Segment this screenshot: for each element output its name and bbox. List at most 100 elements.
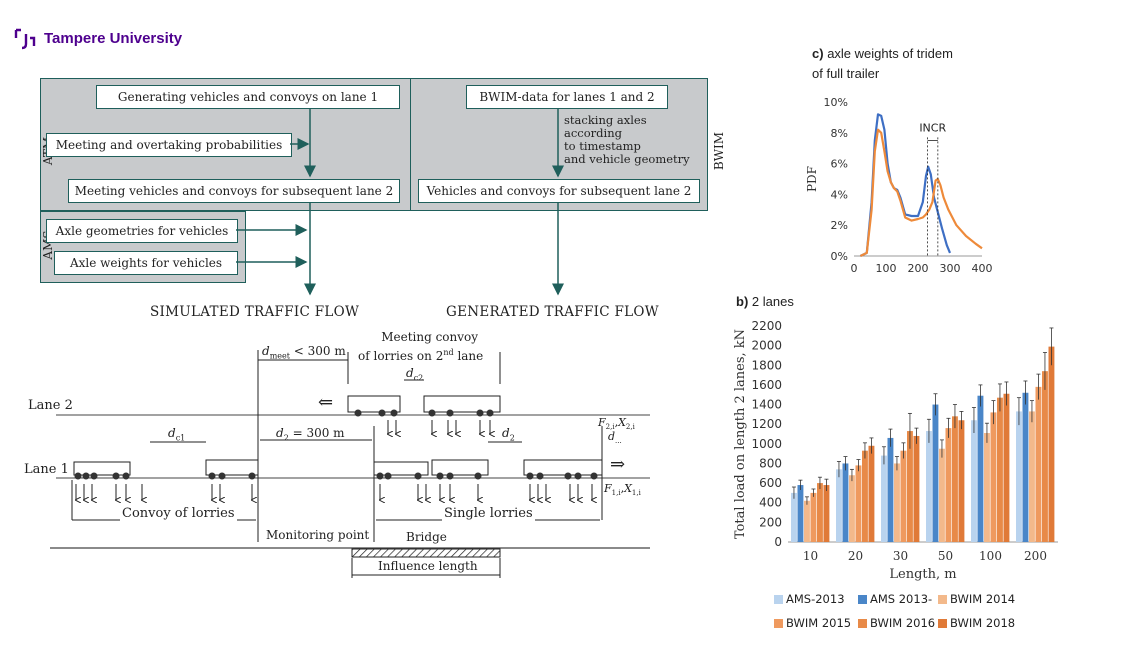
y-axis-label: PDF (805, 166, 819, 192)
arrow-left-icon: ⇐ (318, 392, 334, 413)
bar (1035, 386, 1042, 542)
bar (958, 420, 965, 542)
bar (997, 397, 1003, 542)
y-tick-label: 6% (831, 158, 848, 171)
bar (836, 469, 842, 542)
y-axis-label: Total load on length 2 lanes, kN (733, 329, 748, 539)
bar (932, 404, 939, 542)
bar (862, 450, 868, 542)
lane-2-label: Lane 2 (28, 398, 73, 413)
x-tick-label: 20 (848, 549, 863, 563)
d-dots-label: d... (608, 430, 622, 446)
logo-mark-icon (14, 28, 36, 50)
bar (939, 448, 945, 542)
y-tick-label: 400 (759, 496, 782, 510)
traffic-lines (50, 350, 650, 578)
bar-chart: 0200400600800100012001400160018002000220… (733, 319, 1058, 582)
legend-swatch (774, 594, 783, 604)
chart-b-title: b) 2 lanes (736, 294, 794, 309)
legend-swatch (938, 594, 947, 604)
y-tick-label: 1400 (751, 398, 782, 412)
y-tick-label: 2200 (751, 319, 782, 333)
arrow-right-icon: ⇒ (610, 454, 626, 475)
x-tick-label: 50 (938, 549, 953, 563)
single-lorries-label: Single lorries (442, 506, 535, 521)
bar (810, 492, 817, 542)
f2-x2-label: F2,i,X2,i (598, 416, 635, 432)
simulated-caption: SIMULATED TRAFFIC FLOW (150, 304, 360, 320)
bar (984, 433, 990, 542)
chart-c-title: c) axle weights of tridem of full traile… (812, 46, 953, 81)
y-tick-label: 1600 (751, 378, 782, 392)
y-tick-label: 10% (824, 96, 848, 109)
legend-item: BWIM 2016 (858, 616, 935, 630)
y-tick-label: 1800 (751, 358, 782, 372)
logo-text: Tampere University (44, 29, 183, 47)
bar (842, 463, 849, 542)
bar (977, 395, 984, 542)
f1-x1-label: F1,i,X1,i (604, 482, 641, 498)
y-tick-label: 1000 (751, 437, 782, 451)
generated-caption: GENERATED TRAFFIC FLOW (446, 304, 659, 320)
bar (907, 431, 913, 542)
dmeet-label: dmeet < 300 m (262, 344, 346, 361)
y-tick-label: 8% (831, 127, 848, 140)
bar (990, 412, 997, 542)
box-meeting-probabilities: Meeting and overtaking probabilities (46, 133, 292, 157)
lane-1-label: Lane 1 (24, 462, 69, 477)
bar (900, 450, 907, 542)
bar (1022, 392, 1029, 542)
flowchart-arrows (236, 108, 564, 296)
legend-item: BWIM 2018 (938, 616, 1015, 630)
bar (1042, 371, 1048, 542)
x-tick-label: 100 (979, 549, 1002, 563)
legend-item: BWIM 2015 (774, 616, 851, 630)
x-tick-label: 200 (908, 262, 929, 275)
bar (849, 475, 855, 542)
y-tick-label: 0% (831, 250, 848, 263)
legend-item: AMS-2013 (774, 592, 845, 606)
x-tick-label: 400 (972, 262, 993, 275)
bridge-label: Bridge (406, 530, 447, 544)
y-tick-label: 600 (759, 476, 782, 490)
box-axle-geometries: Axle geometries for vehicles (46, 219, 238, 243)
bar-legend: AMS-2013 AMS 2013- BWIM 2014 BWIM 2015 B… (774, 592, 1054, 636)
bar (945, 428, 952, 542)
bar (881, 455, 887, 542)
d2b-label: d2 (502, 426, 515, 443)
box-bwim-data: BWIM-data for lanes 1 and 2 (466, 85, 668, 109)
dc2-label: dc2 (406, 366, 424, 383)
traffic-scheme: Lane 2 Lane 1 ⇐ ⇒ dmeet < 300 m Meeting … (20, 330, 660, 580)
x-tick-label: 200 (1024, 549, 1047, 563)
x-tick-label: 10 (803, 549, 818, 563)
incr-annotation: INCR (919, 121, 946, 134)
y-tick-label: 4% (831, 188, 848, 201)
bar (817, 483, 823, 542)
legend-swatch (938, 618, 947, 628)
bar (952, 416, 958, 542)
bar (1029, 411, 1035, 542)
legend-swatch (774, 618, 783, 628)
x-tick-label: 0 (851, 262, 858, 275)
y-tick-label: 1200 (751, 417, 782, 431)
d2-label: d2 = 300 m (276, 426, 345, 443)
bar (894, 463, 900, 542)
bar (804, 500, 810, 542)
legend-swatch (858, 618, 867, 628)
dc1-label: dc1 (168, 426, 186, 443)
bar (791, 492, 797, 542)
bar (797, 485, 804, 542)
bar (1003, 393, 1010, 542)
y-tick-label: 0 (774, 535, 782, 549)
x-axis-label: Length, m (889, 567, 956, 582)
meeting-convoy-label: Meeting convoy of lorries on 2nd lane (358, 330, 484, 363)
legend-swatch (858, 594, 867, 604)
bar (913, 435, 920, 542)
box-generating-vehicles: Generating vehicles and convoys on lane … (96, 85, 400, 109)
y-tick-label: 2000 (751, 339, 782, 353)
box-vehicles-convoys: Vehicles and convoys for subsequent lane… (418, 179, 700, 203)
influence-length-label: Influence length (376, 559, 480, 573)
stacking-note: stacking axles according to timestamp an… (564, 113, 690, 166)
bar (926, 431, 932, 542)
